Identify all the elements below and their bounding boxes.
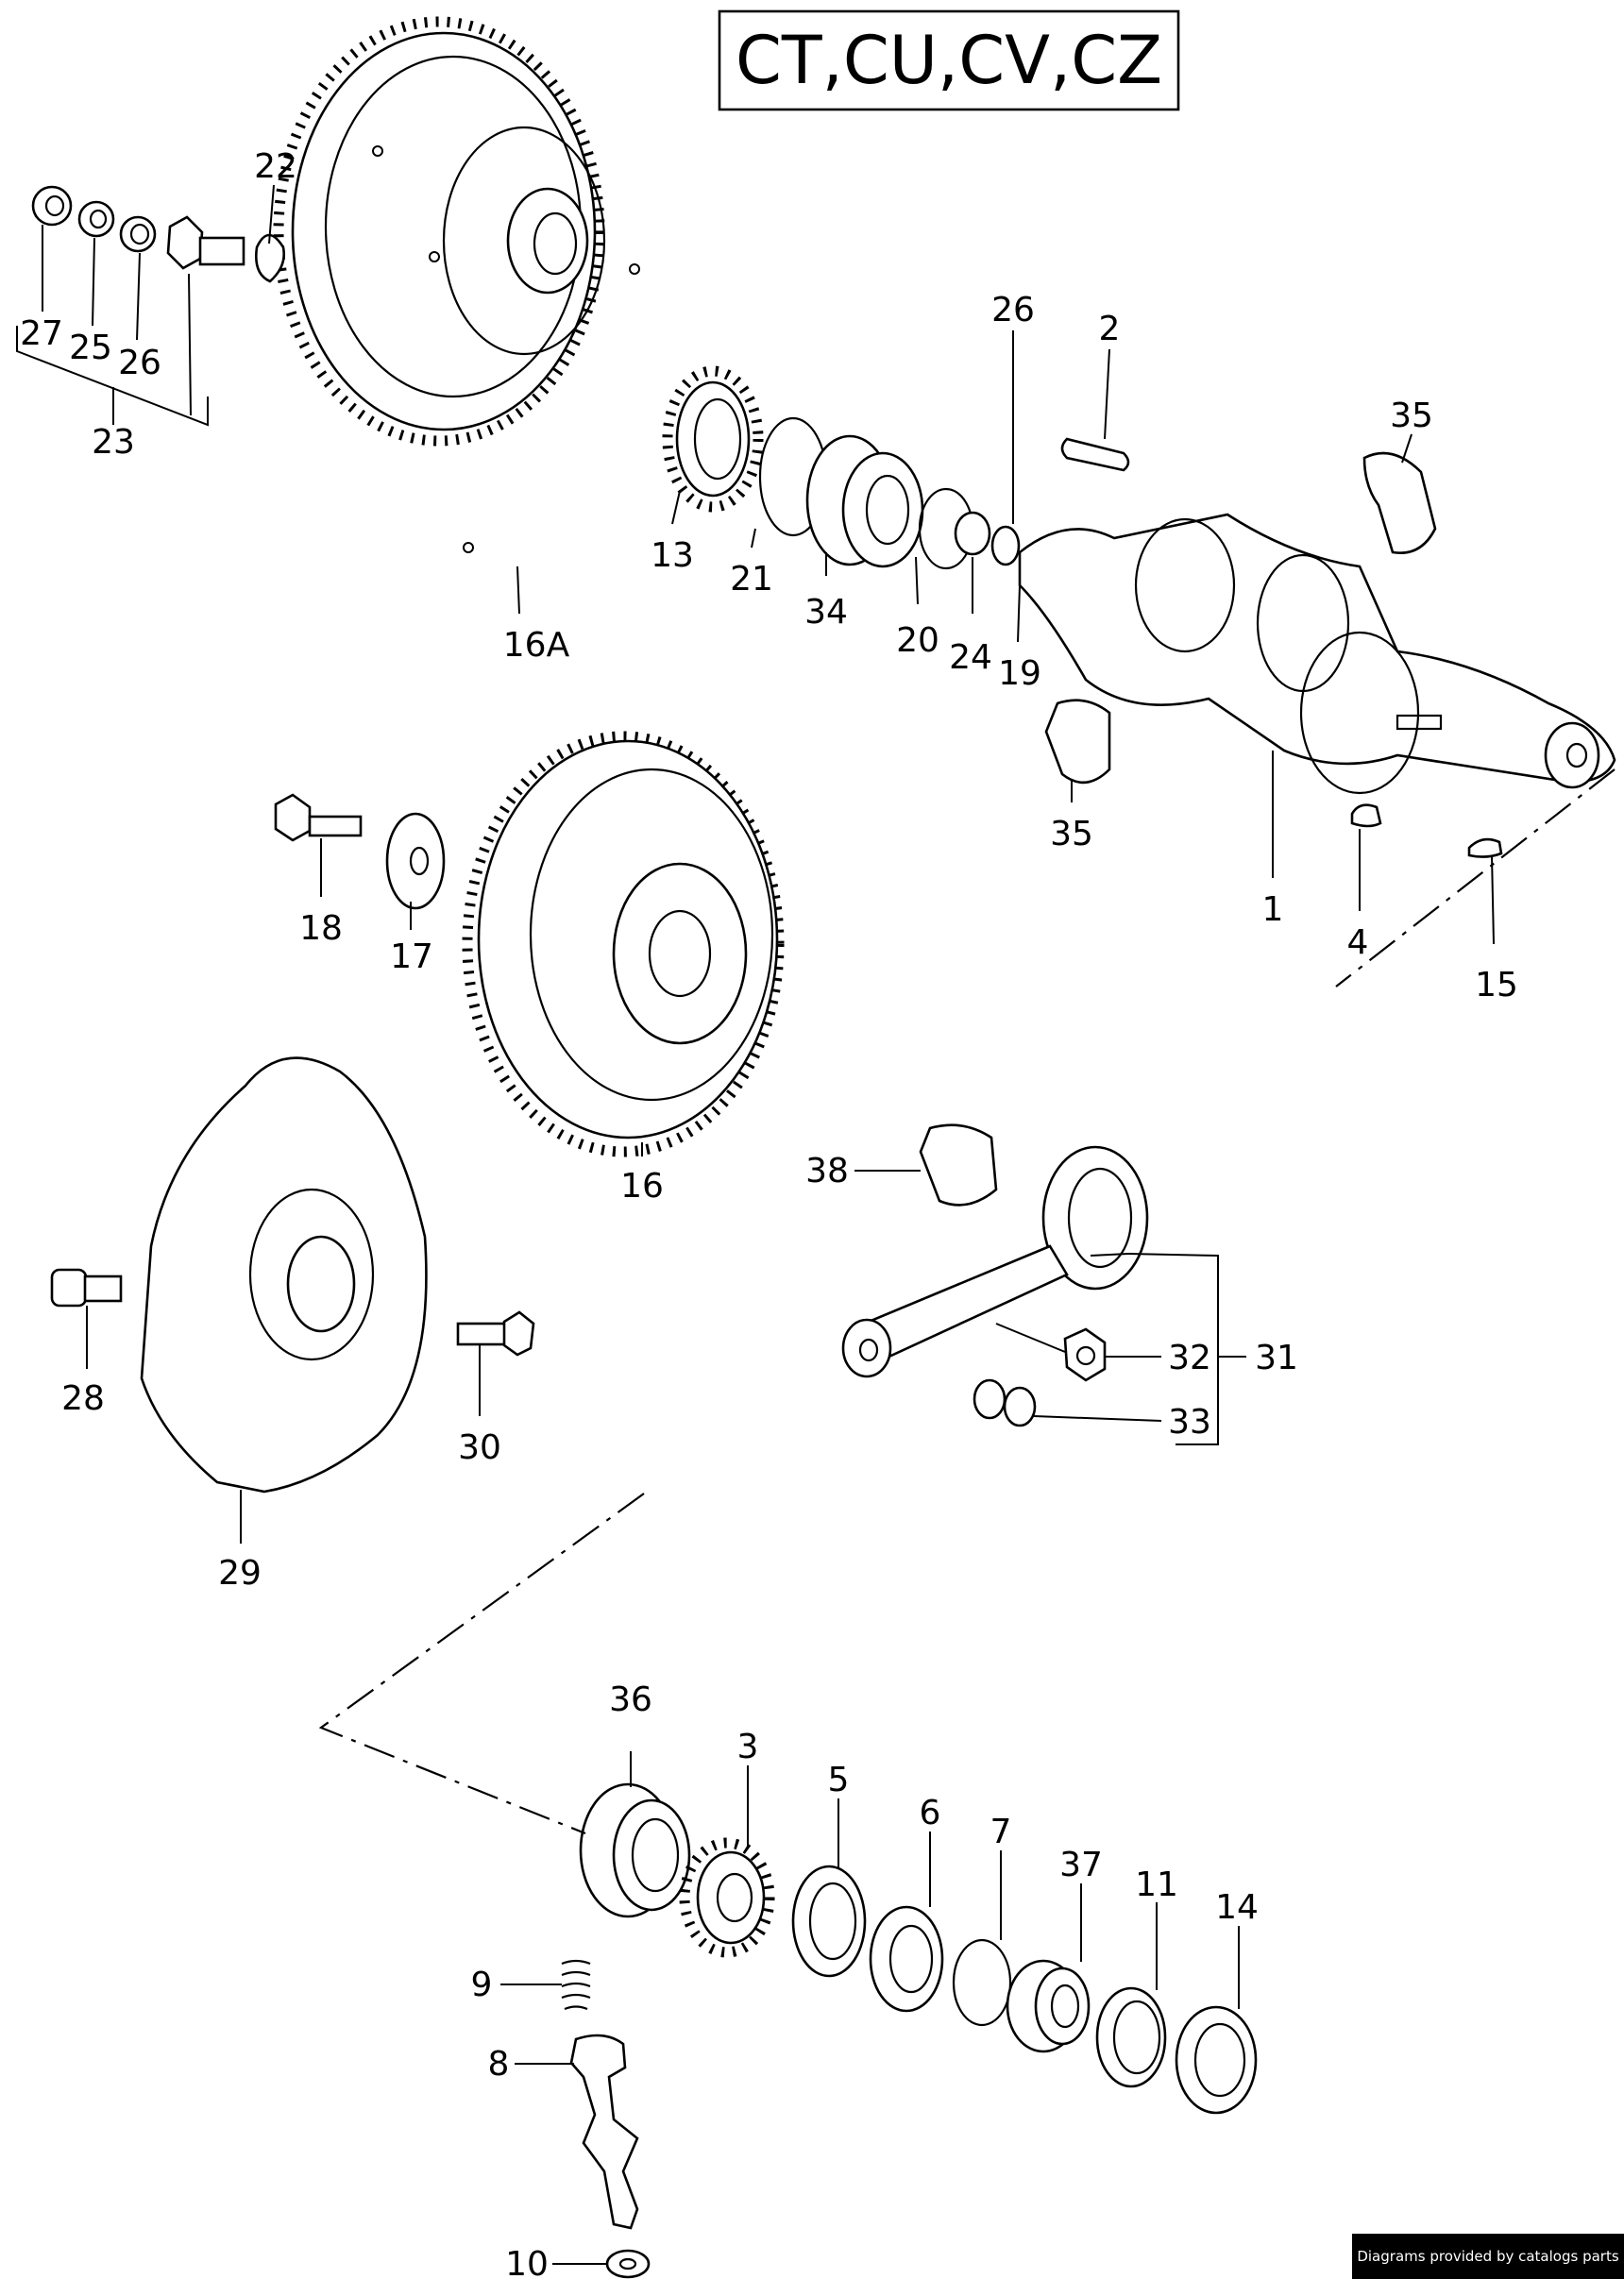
key-4 <box>1350 803 1382 828</box>
bearing-36 <box>579 1782 691 1918</box>
bearing-37 <box>1006 1959 1091 2053</box>
circlip-7 <box>952 1938 1012 2027</box>
bolt-18 <box>274 793 363 842</box>
gear-3 <box>679 1837 775 1958</box>
bearing-shell-38 <box>919 1123 998 1207</box>
callout-37: 37 <box>1059 1846 1103 1884</box>
callout-labels: 22 27 25 26 23 16A 13 21 34 20 24 19 26 … <box>20 147 1518 2279</box>
callout-13: 13 <box>651 536 694 575</box>
bolt-28 <box>50 1268 123 1308</box>
drive-shaft-8 <box>569 2034 639 2230</box>
callout-3: 3 <box>737 1728 759 1766</box>
seal-group <box>662 365 1021 570</box>
ring-6 <box>869 1905 944 2013</box>
callout-33: 33 <box>1168 1403 1211 1442</box>
callout-20: 20 <box>896 621 939 660</box>
callout-38: 38 <box>805 1152 849 1190</box>
callout-15: 15 <box>1475 966 1518 1004</box>
callout-29: 29 <box>218 1554 262 1593</box>
callout-18: 18 <box>299 909 343 948</box>
bearing-shell-35-top <box>1362 451 1437 555</box>
callout-19: 19 <box>998 654 1041 693</box>
leader-lines <box>16 184 1495 2265</box>
bolt-30 <box>456 1310 535 1357</box>
bearing-shell-35-bottom <box>1044 699 1111 785</box>
callout-7: 7 <box>990 1813 1012 1851</box>
ring-5 <box>791 1865 867 1978</box>
seal-14 <box>1175 2005 1258 2115</box>
callout-24: 24 <box>949 638 992 677</box>
ring-11 <box>1095 1986 1167 2088</box>
callout-36: 36 <box>609 1680 652 1719</box>
washer-10 <box>605 2249 651 2279</box>
callout-21: 21 <box>730 560 773 599</box>
callout-35-top: 35 <box>1390 397 1433 435</box>
flywheel-16a <box>273 16 640 553</box>
callout-11: 11 <box>1135 1865 1178 1904</box>
callout-26: 26 <box>118 344 161 382</box>
callout-1: 1 <box>1262 890 1284 929</box>
spring-9 <box>561 1959 591 2011</box>
flywheel-16 <box>462 731 785 1157</box>
callout-26-crank: 26 <box>991 291 1035 329</box>
callout-30: 30 <box>458 1428 501 1467</box>
callout-23: 23 <box>92 423 135 462</box>
callout-31: 31 <box>1255 1339 1298 1377</box>
callout-28: 28 <box>61 1379 105 1418</box>
callout-8: 8 <box>488 2045 510 2084</box>
credit-badge: Diagrams provided by catalogs parts <box>1352 2234 1624 2279</box>
callout-32: 32 <box>1168 1339 1211 1377</box>
title: CT,CU,CV,CZ <box>736 22 1162 99</box>
key-15 <box>1467 837 1503 858</box>
callout-17: 17 <box>390 937 433 976</box>
callout-4: 4 <box>1347 923 1369 962</box>
callout-16: 16 <box>620 1167 664 1206</box>
pin-2 <box>1060 437 1130 472</box>
callout-5: 5 <box>828 1761 850 1799</box>
callout-6: 6 <box>920 1794 941 1832</box>
callout-25: 25 <box>69 329 112 367</box>
callout-22: 22 <box>254 147 297 186</box>
plate-17 <box>385 812 446 910</box>
callout-14: 14 <box>1215 1888 1259 1927</box>
callout-2: 2 <box>1099 310 1121 348</box>
callout-27: 27 <box>20 314 63 353</box>
callout-35-bottom: 35 <box>1050 815 1093 853</box>
crankshaft <box>1018 513 1616 795</box>
nut-32 <box>1063 1327 1107 1382</box>
callout-9: 9 <box>471 1966 493 2004</box>
centre-lines <box>318 768 1616 1835</box>
callout-10: 10 <box>505 2245 549 2279</box>
callout-16a: 16A <box>503 626 570 665</box>
callout-34: 34 <box>804 593 848 632</box>
title-box: CT,CU,CV,CZ <box>718 9 1180 111</box>
bolt-set-23 <box>31 185 285 283</box>
drive-plate-29 <box>140 1056 428 1494</box>
bushing-33 <box>973 1378 1037 1427</box>
